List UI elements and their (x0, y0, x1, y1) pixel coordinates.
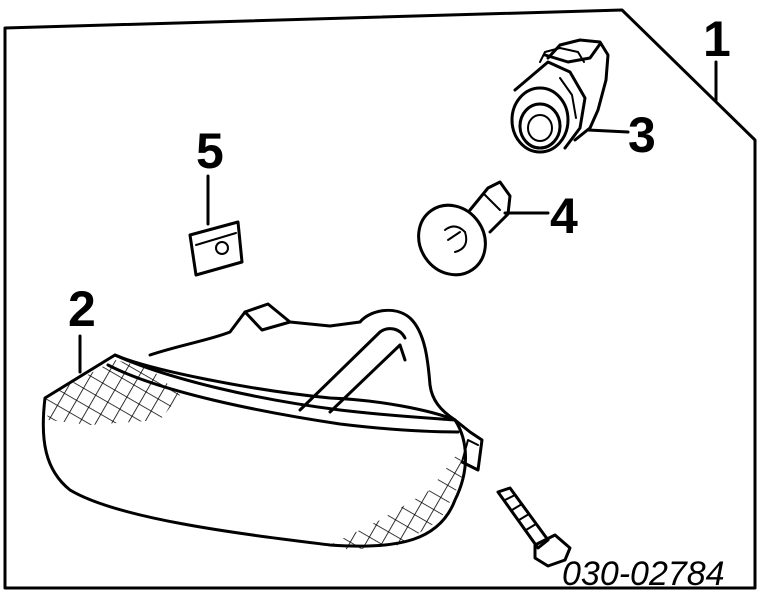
assembly-boundary (3, 8, 757, 590)
part-number: 030-02784 (562, 555, 725, 593)
bulb (417, 180, 512, 277)
callout-3-leader (586, 128, 630, 134)
callout-3: 3 (586, 107, 656, 163)
callout-1: 1 (703, 11, 731, 102)
bulb-socket (510, 38, 610, 154)
callout-5-label: 5 (196, 123, 224, 179)
callout-2: 2 (68, 281, 96, 374)
callout-3-label: 3 (628, 107, 656, 163)
callout-4-label: 4 (550, 188, 578, 244)
clip-nut: 5 (188, 123, 244, 277)
screw (496, 486, 572, 568)
callout-4: 4 (503, 188, 578, 244)
lamp-housing (41, 302, 484, 550)
callout-2-label: 2 (68, 281, 96, 337)
callout-1-label: 1 (703, 11, 731, 67)
